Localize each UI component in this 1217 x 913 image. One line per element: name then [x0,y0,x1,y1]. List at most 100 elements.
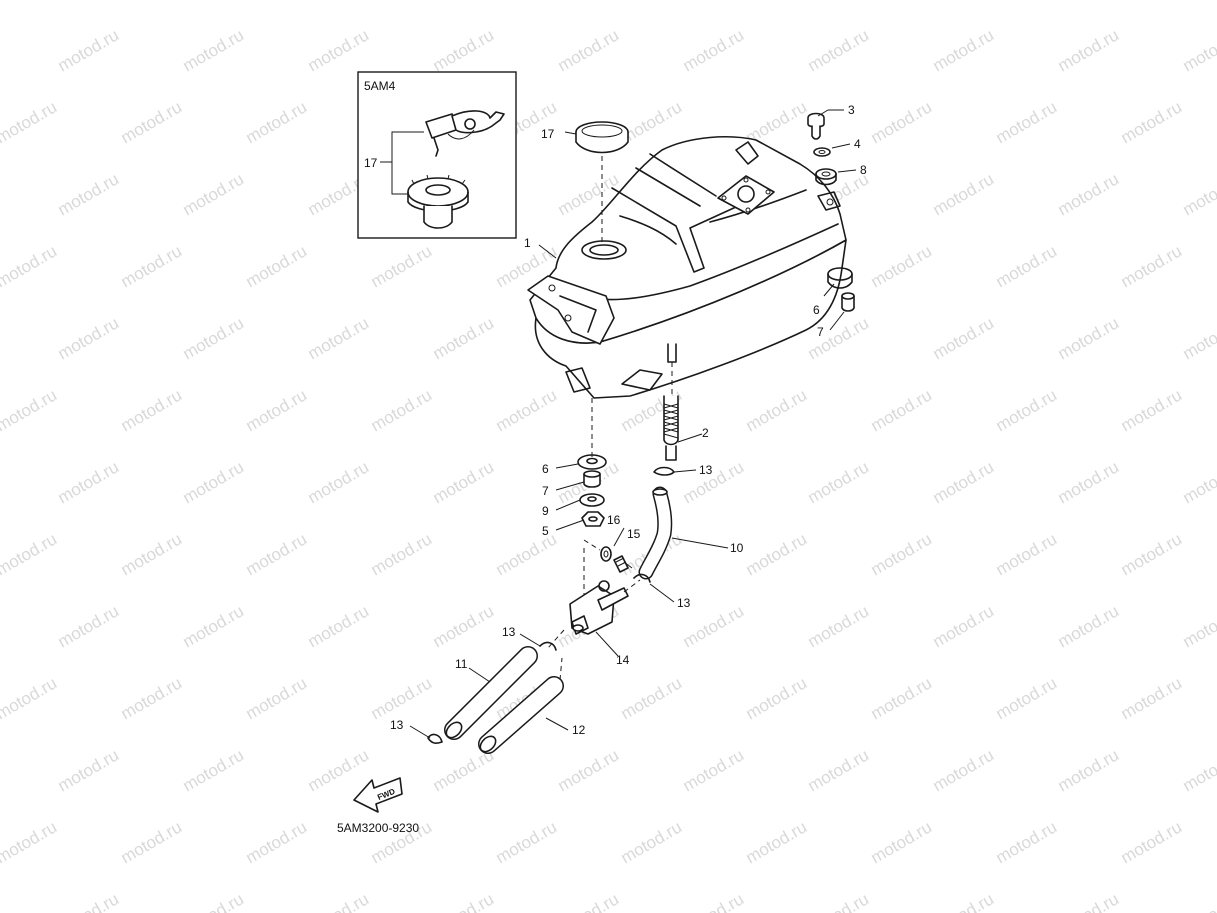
watermark-text: motod.ru [55,745,123,795]
watermark-text: motod.ru [1055,25,1123,75]
washer-16 [583,539,612,562]
callout-7-left: 7 [542,484,549,498]
clamp-13-upper [653,466,675,476]
watermark-text: motod.ru [368,385,436,435]
watermark-text: motod.ru [180,745,248,795]
watermark-text: motod.ru [555,25,623,75]
watermark-text: motod.ru [0,97,60,147]
watermark-text: motod.ru [180,601,248,651]
watermark-text: motod.ru [118,97,186,147]
watermark-text: motod.ru [1180,889,1217,913]
watermark-text: motod.ru [680,889,748,913]
callout-6-right: 6 [813,303,820,317]
watermark-text: motod.ru [118,385,186,435]
watermark-text: motod.ru [180,457,248,507]
watermark-text: motod.ru [118,241,186,291]
watermark-text: motod.ru [805,601,873,651]
watermark-text: motod.ru [680,457,748,507]
watermark-text: motod.ru [930,601,998,651]
callout-13-upper: 13 [699,463,713,477]
watermark-text: motod.ru [305,889,373,913]
watermark-text: motod.ru [305,601,373,651]
watermark-text: motod.ru [618,0,686,3]
callout-16: 16 [607,513,621,527]
watermark-text: motod.ru [1180,457,1217,507]
watermark-text: motod.ru [368,529,436,579]
watermark-text: motod.ru [555,889,623,913]
watermark-text: motod.ru [930,889,998,913]
watermark-text: motod.ru [493,529,561,579]
watermark-text: motod.ru [430,25,498,75]
watermark-text: motod.ru [1180,25,1217,75]
clamp-13-left [539,641,557,651]
watermark-text: motod.ru [180,25,248,75]
callout-10: 10 [730,541,744,555]
watermark-text: motod.ru [1118,241,1186,291]
watermark-text: motod.ru [243,241,311,291]
watermark-text: motod.ru [243,817,311,867]
watermark-text: motod.ru [868,97,936,147]
fuel-tank [527,136,847,462]
watermark-text: motod.ru [368,673,436,723]
fuel-filter [663,395,679,461]
callout-9: 9 [542,504,549,518]
callout-17: 17 [541,127,555,141]
watermark-text: motod.ru [118,817,186,867]
watermark-text: motod.ru [555,745,623,795]
watermark-text: motod.ru [1118,385,1186,435]
callout-8: 8 [860,163,867,177]
watermark-text: motod.ru [1055,601,1123,651]
watermark-text: motod.ru [868,241,936,291]
callout-labels: 17 1 3 4 8 6 7 2 13 6 7 9 5 16 15 10 13 … [390,103,867,737]
callout-6-left: 6 [542,462,549,476]
watermark-text: motod.ru [930,25,998,75]
cap-inset-drawing [407,174,469,229]
watermark-text: motod.ru [1118,0,1186,3]
leader-lines [409,109,857,739]
watermark-text: motod.ru [805,457,873,507]
watermark-text: motod.ru [993,241,1061,291]
watermark-text: motod.ru [1055,457,1123,507]
callout-3: 3 [848,103,855,117]
inset-title: 5AM4 [364,79,396,93]
watermark-text: motod.ru [680,25,748,75]
watermark-text: motod.ru [743,0,811,3]
watermark-text: motod.ru [743,817,811,867]
watermark-text: motod.ru [118,0,186,3]
hose-10 [638,486,673,580]
watermark-text: motod.ru [430,889,498,913]
callout-14: 14 [616,653,630,667]
callout-13-middle: 13 [677,596,691,610]
watermark-text: motod.ru [930,313,998,363]
watermark-text: motod.ru [305,457,373,507]
hose-12 [478,657,564,754]
callout-13-left: 13 [502,625,516,639]
callout-1: 1 [524,236,531,250]
watermark-text: motod.ru [868,673,936,723]
watermark-text: motod.ru [1180,745,1217,795]
watermark-text: motod.ru [55,889,123,913]
watermark-text: motod.ru [743,385,811,435]
watermark-text: motod.ru [243,0,311,3]
watermark-text: motod.ru [55,601,123,651]
callout-15: 15 [627,527,641,541]
watermark-text: motod.ru [305,745,373,795]
watermark-text: motod.ru [55,169,123,219]
diagram-code: 5AM3200-9230 [337,821,419,835]
watermark-text: motod.ru [430,457,498,507]
watermark-text: motod.ru [243,385,311,435]
clamp-13-bottom [427,733,443,744]
fwd-arrow-icon: FWD [353,777,403,813]
watermark-text: motod.ru [243,529,311,579]
key-drawing [425,110,505,157]
watermark-text: motod.ru [868,0,936,3]
watermark-text: motod.ru [243,673,311,723]
callout-12: 12 [572,723,586,737]
watermark-text: motod.ru [493,0,561,3]
watermark-text: motod.ru [368,0,436,3]
watermark-text: motod.ru [805,25,873,75]
watermark-text: motod.ru [618,673,686,723]
watermark-text: motod.ru [55,457,123,507]
watermark-text: motod.ru [305,25,373,75]
fuel-cock [547,548,641,649]
